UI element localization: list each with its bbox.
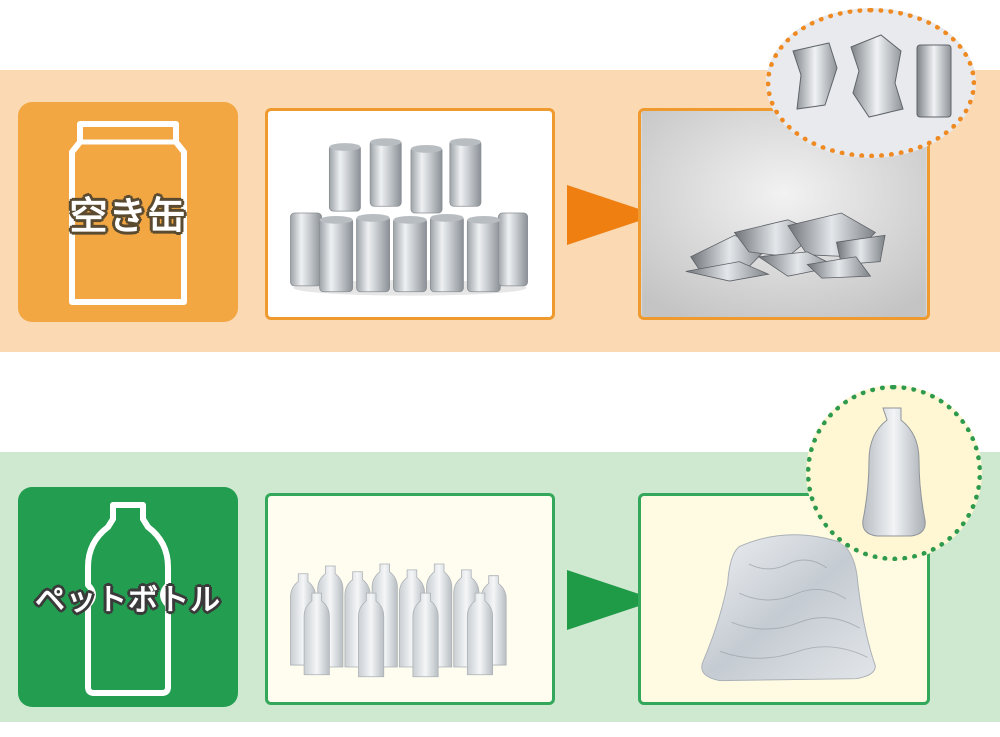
can-outline-icon: [69, 121, 187, 305]
pet-label-tile: ペットボトル: [18, 487, 238, 707]
flattened-bottle-detail-callout: [806, 385, 982, 561]
crushed-can-closeup-image: [792, 34, 952, 118]
crushed-cans-image: [642, 111, 926, 317]
compressed-bottle-bale-image: [701, 534, 876, 682]
arrow-right-icon: [567, 570, 657, 630]
flattened-bottle-closeup-image: [862, 407, 926, 537]
arrow-right-icon: [567, 185, 657, 245]
crushed-can-detail-callout: [766, 8, 976, 158]
stacked-cans-photo: [265, 108, 555, 320]
pet-label: ペットボトル: [35, 583, 221, 618]
pet-bottles-image: [290, 563, 507, 678]
stacked-cans-image: [290, 138, 528, 296]
cans-label: 空き缶: [69, 193, 187, 238]
pet-bottles-photo: [265, 493, 555, 705]
bottle-outline-icon: [85, 502, 171, 696]
cans-label-tile: 空き缶: [18, 102, 238, 322]
